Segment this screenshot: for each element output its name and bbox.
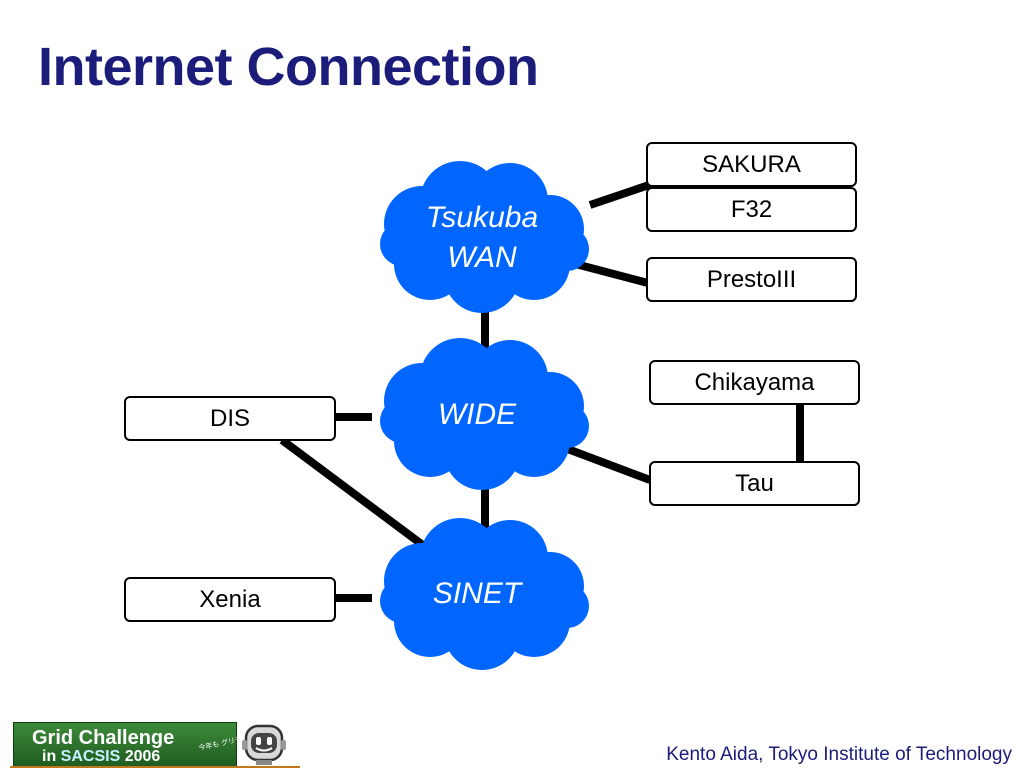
node-tau: Tau	[649, 461, 860, 506]
cloud-label-wide: WIDE	[437, 398, 517, 431]
logo-title-line1: Grid Challenge	[32, 727, 175, 749]
link-tsukuba-sakura	[588, 180, 654, 209]
cloud-label-tsukuba-line2: WAN	[447, 241, 517, 274]
cloud-label-sinet: SINET	[432, 577, 522, 610]
node-presto: PrestoIII	[646, 257, 857, 302]
link-wide-tau	[563, 444, 652, 484]
node-sakura: SAKURA	[646, 142, 857, 187]
logo-underline	[10, 766, 300, 768]
robot-mascot-icon	[242, 724, 286, 765]
node-dis: DIS	[124, 396, 336, 441]
logo-line2-prefix: in	[42, 748, 61, 765]
logo-line2-year: 2006	[120, 748, 161, 765]
node-f32: F32	[646, 187, 857, 232]
node-xenia: Xenia	[124, 577, 336, 622]
logo-banner: Grid Challenge in SACSIS 2006 今年も グリチャレ!	[13, 722, 259, 768]
node-chikayama: Chikayama	[649, 360, 860, 405]
slide-footer: Kento Aida, Tokyo Institute of Technolog…	[666, 744, 1012, 765]
link-dis-sinet	[279, 436, 435, 556]
logo-title-line2: in SACSIS 2006	[42, 748, 160, 766]
cloud-label-tsukuba-wan: Tsukuba WAN	[402, 198, 562, 278]
logo-line2-brand: SACSIS	[60, 748, 121, 765]
cloud-label-tsukuba-line1: Tsukuba	[425, 201, 539, 234]
grid-challenge-logo: Grid Challenge in SACSIS 2006 今年も グリチャレ!	[10, 720, 300, 768]
slide-title: Internet Connection	[38, 37, 539, 97]
